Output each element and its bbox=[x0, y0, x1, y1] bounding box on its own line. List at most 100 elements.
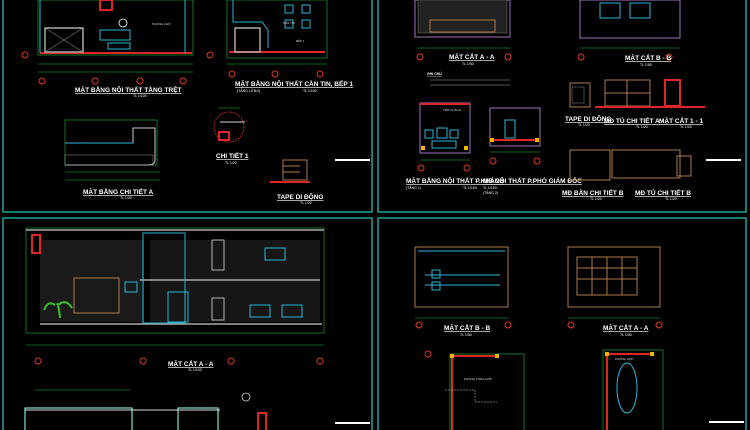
drawing-title: TAPE DI ĐỘNG bbox=[277, 192, 323, 201]
drawing-subtitle: (TẦNG 2) bbox=[483, 191, 498, 195]
room-label: PHÒNG TỔNG HỢP bbox=[464, 376, 492, 381]
axis-marker bbox=[228, 70, 236, 78]
drawing-scale: TL 1/100 bbox=[303, 89, 317, 93]
cabinet-b-elevation: MĐ TỦ CHI TIẾT B TL 1/20 bbox=[611, 149, 692, 201]
drawing-title: MẶT CẮT B - B bbox=[444, 323, 491, 332]
drawing-scale: TL 1/20 bbox=[120, 196, 132, 200]
drawing-title: TAPE DI ĐỘNG bbox=[565, 114, 611, 123]
section-1-1: MẶT CẮT 1 - 1 TL 1/20 bbox=[659, 79, 703, 129]
axis-marker bbox=[21, 51, 29, 59]
drawing-scale: TL 1/50 bbox=[462, 62, 474, 66]
desk-b-elevation: MĐ BÀN CHI TIẾT B TL 1/20 bbox=[562, 149, 624, 201]
meeting-room-plan: PHÒNG HỌP bbox=[602, 349, 664, 430]
axis-marker bbox=[533, 157, 541, 165]
detail-a-plan: MẶT BẰNG CHI TIẾT A TL 1/20 bbox=[64, 119, 160, 200]
axis-marker bbox=[206, 51, 214, 59]
sheet-2: MẶT CẮT A - A TL 1/50 MẶT CẮT B - B TL 1… bbox=[406, 0, 741, 201]
axis-marker bbox=[316, 357, 324, 365]
drawing-scale: TL 1/20 bbox=[578, 123, 590, 127]
axis-marker bbox=[179, 77, 187, 85]
mezzanine-canteen-plan: CĂN TIN BẾP 1 MẶT BẰNG NỘI THẤT CẦN TIN,… bbox=[206, 0, 353, 93]
drawing-title: MẶT BẰNG NỘI THẤT CẦN TIN, BẾP 1 bbox=[235, 78, 353, 88]
cabinet-a-elevation: MĐ TỦ CHI TIẾT A TL 1/20 bbox=[595, 79, 705, 129]
drawing-scale: TL 1/20 bbox=[636, 125, 648, 129]
drawing-scale: TL 1/20 bbox=[225, 161, 237, 165]
axis-marker bbox=[665, 53, 673, 61]
axis-marker bbox=[655, 321, 663, 329]
axis-marker bbox=[504, 321, 512, 329]
drawing-scale: TL 1/20 bbox=[680, 125, 692, 129]
deputy-director-room-plan: MB NỘI THẤT P.PHÓ GIÁM ĐỐC TL 1/100 (TẦN… bbox=[483, 107, 582, 195]
drawing-scale: TL 1/50 bbox=[460, 333, 472, 337]
drawing-scale: TL 1/100 bbox=[463, 186, 477, 190]
axis-marker bbox=[424, 350, 432, 358]
axis-marker bbox=[227, 357, 235, 365]
scale-bar bbox=[335, 159, 370, 161]
axis-marker bbox=[463, 164, 471, 172]
axis-marker bbox=[316, 70, 324, 78]
drawing-scale: TL 1/20 bbox=[300, 201, 312, 205]
ground-floor-plan: PHÒNG CHỜ MẶT BẰNG NỘI THẤT TẦNG TRỆT TL… bbox=[21, 0, 194, 98]
mobile-drawer-detail: TAPE DI ĐỘNG TL 1/20 bbox=[270, 159, 323, 205]
axis-marker bbox=[271, 70, 279, 78]
drawing-scale: TL 1/50 bbox=[620, 333, 632, 337]
drawing-scale: TL 1/100 bbox=[483, 186, 497, 190]
section-b-b: MẶT CẮT B - B TL 1/50 bbox=[577, 0, 681, 67]
drawing-title: MĐ BÀN CHI TIẾT B bbox=[562, 187, 624, 197]
axis-marker bbox=[489, 157, 497, 165]
sheet-1-frame[interactable] bbox=[2, 0, 373, 213]
drawing-scale: TL 1/100 bbox=[188, 368, 202, 372]
partial-detail-bottom bbox=[24, 389, 370, 430]
drawing-scale: TL 1/100 bbox=[133, 94, 147, 98]
room-label: BẾP 1 bbox=[296, 38, 305, 43]
room-label: CĂN TIN bbox=[283, 21, 295, 25]
section-a-a-meeting: MẶT CẮT A - A TL 1/50 bbox=[567, 246, 663, 337]
section-b-b-meeting: MẶT CẮT B - B TL 1/50 bbox=[414, 246, 512, 337]
axis-marker bbox=[34, 357, 42, 365]
room-label: PHÒNG HỌP bbox=[615, 356, 633, 361]
drawing-title: MĐ TỦ CHI TIẾT A bbox=[604, 115, 660, 125]
section-a-a-reception: MẶT CẮT A - A TL 1/50 bbox=[414, 0, 512, 66]
notes-heading: GHI CHÚ bbox=[427, 71, 442, 76]
sheet-3-frame[interactable] bbox=[2, 217, 373, 430]
sheet-3: MẶT CẮT A - A TL 1/100 bbox=[24, 227, 370, 430]
drawing-title: MẶT CẮT B - B bbox=[625, 53, 672, 62]
scale-bar bbox=[335, 422, 370, 424]
mobile-drawer-detail-2: TAPE DI ĐỘNG TL 1/20 bbox=[565, 82, 611, 127]
scale-bar bbox=[706, 159, 741, 161]
drawing-title: MẶT CẮT A - A bbox=[168, 359, 214, 368]
room-label: PHÒNG CHỜ bbox=[152, 21, 171, 26]
drawing-title: MẶT CẮT 1 - 1 bbox=[659, 116, 703, 125]
axis-marker bbox=[91, 77, 99, 85]
drawing-subtitle: (TẦNG 1) bbox=[406, 186, 421, 190]
drawing-title: MẶT BẰNG CHI TIẾT A bbox=[83, 186, 153, 196]
building-section-a-a: MẶT CẮT A - A TL 1/100 bbox=[25, 227, 325, 372]
drawing-scale: TL 1/20 bbox=[590, 197, 602, 201]
scale-bar bbox=[709, 421, 744, 423]
drawing-title: MB NỘI THẤT P.PHÓ GIÁM ĐỐC bbox=[483, 175, 582, 185]
sheet-4: MẶT CẮT B - B TL 1/50 MẶT CẮT A - A TL 1… bbox=[414, 246, 744, 430]
room-label: TIẾP KHÁCH bbox=[443, 107, 461, 112]
drawing-title: CHI TIẾT 1 bbox=[216, 150, 249, 160]
axis-marker bbox=[38, 77, 46, 85]
reception-room-plan: TIẾP KHÁCH MẶT BẰNG NỘI THẤT P.KHÁCH (TẦ… bbox=[406, 102, 504, 190]
sheet-4-frame[interactable] bbox=[377, 217, 747, 430]
axis-marker bbox=[577, 53, 585, 61]
axis-marker bbox=[504, 53, 512, 61]
drawing-title: MẶT BẰNG NỘI THẤT TẦNG TRỆT bbox=[75, 84, 182, 94]
sheet-2-frame[interactable] bbox=[377, 0, 747, 213]
drawing-title: MẶT BẰNG NỘI THẤT P.KHÁCH bbox=[406, 175, 504, 185]
drawing-title: MẶT CẮT A - A bbox=[603, 323, 649, 332]
axis-marker bbox=[417, 164, 425, 172]
drawing-title: MĐ TỦ CHI TIẾT B bbox=[635, 187, 691, 197]
drawing-scale: TL 1/20 bbox=[665, 197, 677, 201]
drawing-scale: TL 1/50 bbox=[640, 63, 652, 67]
axis-marker bbox=[139, 357, 147, 365]
general-room-plan: PHÒNG TỔNG HỢP bbox=[424, 350, 525, 430]
axis-marker bbox=[416, 53, 424, 61]
axis-marker bbox=[567, 321, 575, 329]
axis-marker bbox=[136, 77, 144, 85]
drawing-subtitle: (TẦNG LỬNG) bbox=[237, 88, 260, 93]
